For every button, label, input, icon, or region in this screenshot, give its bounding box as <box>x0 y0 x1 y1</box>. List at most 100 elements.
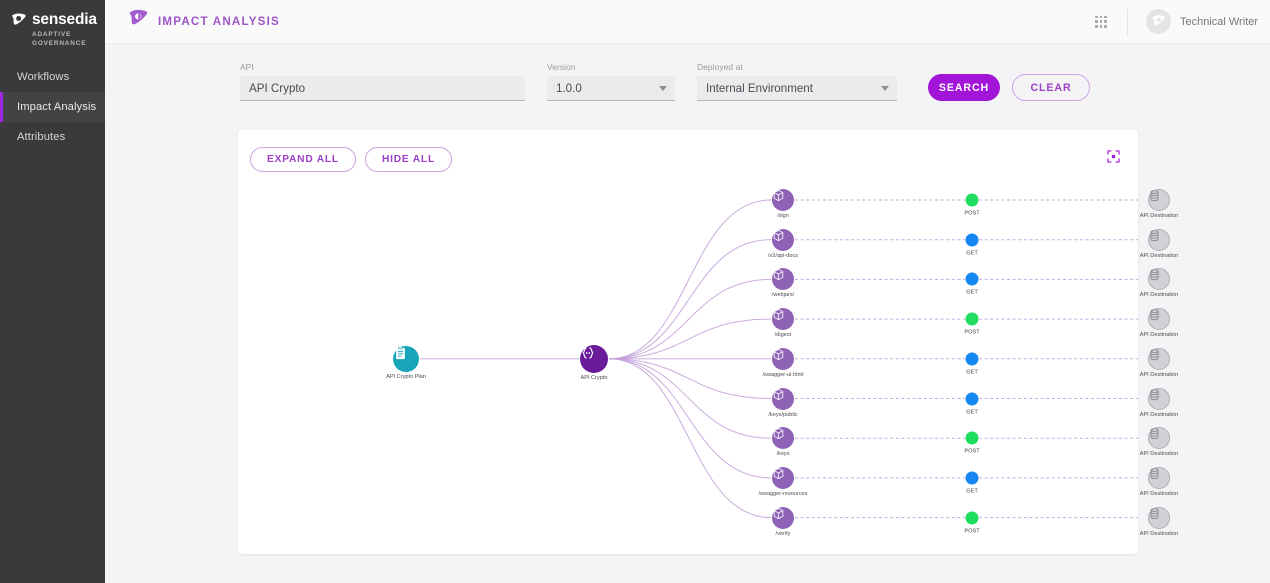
center-focus-icon[interactable] <box>1107 150 1120 168</box>
node-resource-4-label: /swagger-ui.html <box>762 371 804 378</box>
search-button[interactable]: SEARCH <box>928 74 1000 101</box>
deployed-at-field-label: Deployed at <box>697 62 743 72</box>
method-label: POST <box>964 329 980 336</box>
node-api-crypto-plan-label: API Crypto Plan <box>386 373 426 380</box>
method-dot-get[interactable] <box>965 272 979 286</box>
brand-subtitle: ADAPTIVE GOVERNANCE <box>32 31 105 48</box>
method-dot-post[interactable] <box>965 511 979 525</box>
node-resource-3: /digest <box>772 308 794 338</box>
node-resource-3-label: /digest <box>774 332 792 339</box>
method-dot-get[interactable] <box>965 352 979 366</box>
method-dot-get[interactable] <box>965 471 979 485</box>
sensedia-logo-icon <box>10 12 27 29</box>
sidebar-item-impact-analysis[interactable]: Impact Analysis <box>0 92 105 123</box>
api-field-label: API <box>240 62 254 72</box>
node-destination-1: API Destination <box>1140 228 1178 259</box>
node-destination-7-circle[interactable] <box>1148 466 1170 489</box>
method-dot-post[interactable] <box>965 312 979 326</box>
method-label: POST <box>964 448 980 455</box>
node-destination-1-label: API Destination <box>1139 252 1179 259</box>
chevron-down-icon <box>881 86 889 91</box>
method-dot-get[interactable] <box>965 233 979 247</box>
node-destination-4-label: API Destination <box>1139 371 1179 378</box>
api-input[interactable]: API Crypto <box>240 76 525 101</box>
apps-grid-icon[interactable] <box>1094 15 1107 28</box>
page-title: IMPACT ANALYSIS <box>158 15 280 28</box>
deployed-at-select[interactable]: Internal Environment <box>697 76 897 101</box>
node-api-crypto-label: API Crypto <box>580 374 608 381</box>
node-destination-8-circle[interactable] <box>1148 506 1170 529</box>
hide-all-button[interactable]: HIDE ALL <box>364 147 452 172</box>
version-field-label: Version <box>547 62 576 72</box>
node-resource-2: /webjars/ <box>772 268 794 298</box>
clear-button[interactable]: CLEAR <box>1012 74 1090 101</box>
node-resource-3-circle[interactable] <box>772 308 794 331</box>
node-method-7: GET <box>965 471 979 494</box>
sidebar-item-label: Workflows <box>17 71 70 84</box>
user-name[interactable]: Technical Writer <box>1179 15 1258 28</box>
node-destination-6-circle[interactable] <box>1148 427 1170 450</box>
deployed-at-field: Deployed at Internal Environment <box>697 62 897 101</box>
sidebar-item-label: Attributes <box>17 131 66 144</box>
topbar: IMPACT ANALYSIS Technical Writer <box>105 0 1270 44</box>
version-select[interactable]: 1.0.0 <box>547 76 675 101</box>
node-destination-6: API Destination <box>1140 427 1178 457</box>
node-api-crypto-plan-circle[interactable] <box>393 345 419 372</box>
node-destination-2: API Destination <box>1140 268 1178 298</box>
node-method-8: POST <box>964 511 980 534</box>
method-label: POST <box>964 210 980 217</box>
node-resource-6-circle[interactable] <box>772 427 794 450</box>
node-resource-1-circle[interactable] <box>772 228 794 251</box>
node-resource-7: /swagger-resources <box>758 466 808 497</box>
node-method-4: GET <box>965 352 979 375</box>
node-api-crypto: API Crypto <box>580 344 608 381</box>
node-resource-1: /v2/api-docs <box>768 228 798 259</box>
node-resource-1-label: /v2/api-docs <box>767 252 799 259</box>
method-label: GET <box>966 250 978 257</box>
brand-sub-line2: GOVERNANCE <box>32 39 87 47</box>
user-avatar-icon[interactable] <box>1145 9 1171 34</box>
node-destination-7: API Destination <box>1140 466 1178 497</box>
node-method-0: POST <box>964 193 980 217</box>
node-resource-8-circle[interactable] <box>772 506 794 529</box>
node-resource-7-circle[interactable] <box>772 466 794 489</box>
node-destination-1-circle[interactable] <box>1148 228 1170 251</box>
topbar-right: Technical Writer <box>1094 8 1258 35</box>
node-destination-3-circle[interactable] <box>1148 308 1170 331</box>
node-destination-4-circle[interactable] <box>1148 347 1170 370</box>
node-resource-0-circle[interactable] <box>772 189 794 211</box>
chevron-down-icon <box>659 86 667 91</box>
node-destination-2-circle[interactable] <box>1148 268 1170 291</box>
node-method-6: POST <box>964 431 980 455</box>
node-resource-2-circle[interactable] <box>772 268 794 291</box>
method-dot-post[interactable] <box>965 431 979 445</box>
node-resource-6: /keys <box>772 427 794 457</box>
node-destination-5-circle[interactable] <box>1148 387 1170 410</box>
topbar-divider <box>1126 8 1128 35</box>
expand-all-button[interactable]: EXPAND ALL <box>250 147 356 172</box>
node-destination-6-label: API Destination <box>1139 451 1179 458</box>
sidebar: sensedia ADAPTIVE GOVERNANCE Workflows I… <box>0 0 105 583</box>
node-resource-5-circle[interactable] <box>772 387 794 410</box>
node-destination-3: API Destination <box>1140 308 1178 338</box>
main-content: IMPACT ANALYSIS Technical Writer API <box>105 0 1270 583</box>
sensedia-logo-icon <box>127 8 149 35</box>
node-resource-6-label: /keys <box>776 451 790 458</box>
node-method-1: GET <box>965 233 979 256</box>
method-label: GET <box>966 289 978 296</box>
method-dot-post[interactable] <box>965 193 979 207</box>
method-dot-get[interactable] <box>965 392 979 405</box>
sidebar-item-attributes[interactable]: Attributes <box>0 122 105 152</box>
node-resource-8: /verify <box>772 506 794 537</box>
node-method-3: POST <box>964 312 980 336</box>
node-destination-8-label: API Destination <box>1139 530 1179 537</box>
node-destination-0-circle[interactable] <box>1148 189 1170 211</box>
method-label: POST <box>964 528 980 535</box>
sidebar-item-workflows[interactable]: Workflows <box>0 62 105 92</box>
node-resource-4-circle[interactable] <box>772 347 794 370</box>
node-api-crypto-circle[interactable] <box>580 344 608 373</box>
node-api-crypto-plan: API Crypto Plan <box>386 345 426 380</box>
brand-sub-line1: ADAPTIVE <box>32 31 72 38</box>
node-destination-7-label: API Destination <box>1139 490 1179 497</box>
